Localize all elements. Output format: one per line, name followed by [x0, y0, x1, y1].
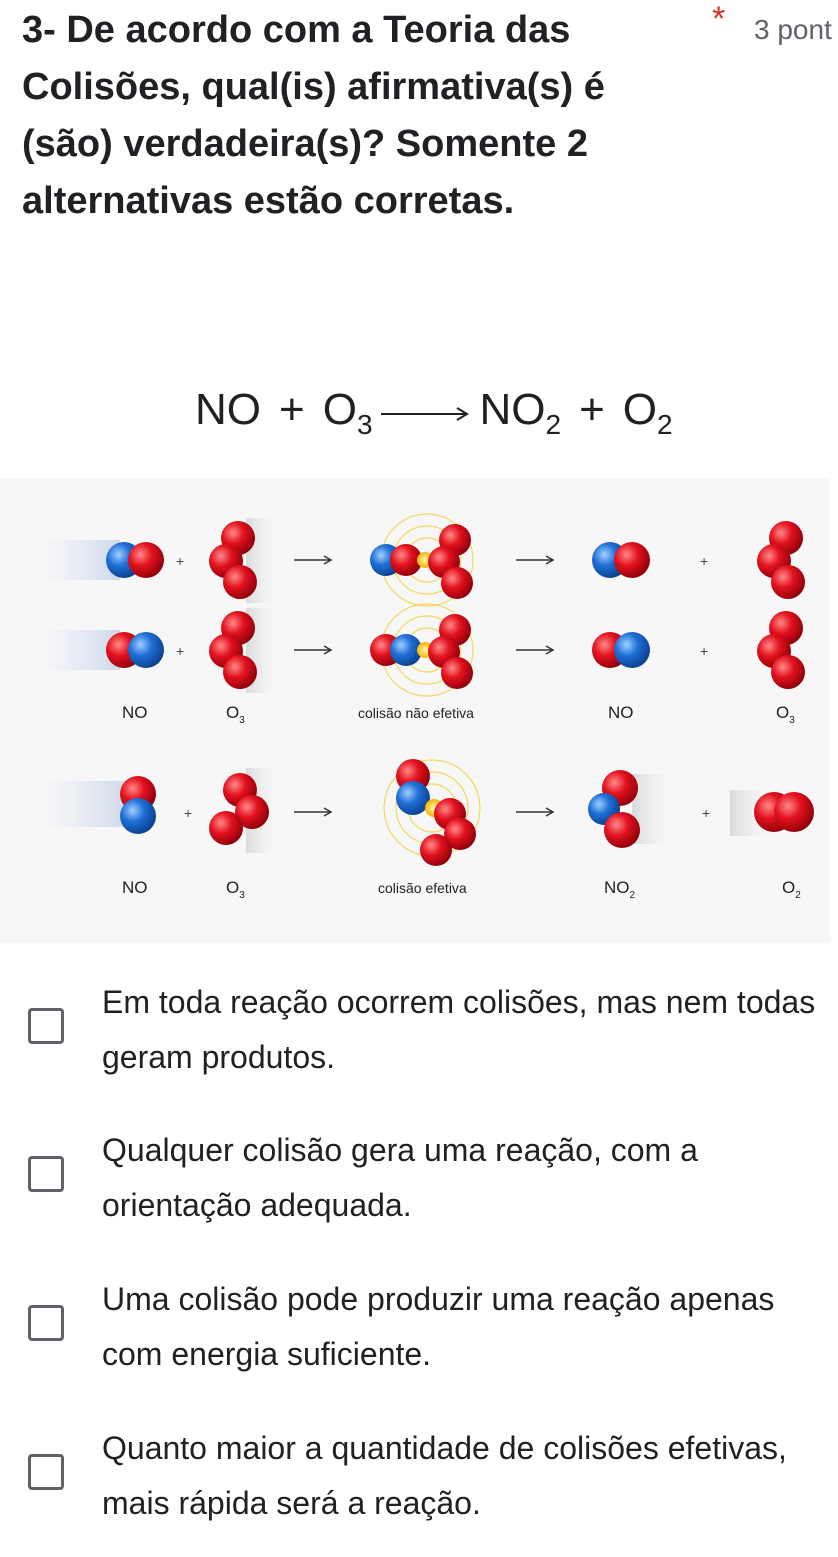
- plus-sign: +: [700, 643, 708, 659]
- no-molecule: [106, 542, 164, 578]
- required-asterisk: *: [712, 0, 726, 38]
- label-o3: O3: [226, 703, 245, 726]
- colliding-o3-effective: [420, 798, 476, 866]
- option-3[interactable]: Uma colisão pode produzir uma reação ape…: [0, 1272, 838, 1382]
- o3-molecule-out: [757, 521, 805, 599]
- option-1-checkbox[interactable]: [28, 1008, 64, 1044]
- colliding-o3: [428, 524, 473, 599]
- on-molecule: [106, 632, 164, 668]
- plus-sign: +: [702, 805, 710, 821]
- label-o3-out: O3: [776, 703, 795, 726]
- eq-product-no2: NO2: [479, 385, 562, 440]
- option-3-checkbox[interactable]: [28, 1305, 64, 1341]
- option-2-label[interactable]: Qualquer colisão gera uma reação, com a …: [102, 1132, 698, 1223]
- option-1-label[interactable]: Em toda reação ocorrem colisões, mas nem…: [102, 984, 816, 1075]
- arrow-icon: [294, 645, 333, 655]
- label-no-out: NO: [608, 703, 634, 722]
- question-title: 3- De acordo com a Teoria das Colisões, …: [22, 9, 605, 222]
- arrow-icon: [294, 555, 333, 565]
- option-2-checkbox[interactable]: [28, 1156, 64, 1192]
- colliding-no-effective: [396, 759, 430, 815]
- arrow-icon: [516, 645, 555, 655]
- option-2[interactable]: Qualquer colisão gera uma reação, com a …: [0, 1123, 838, 1233]
- eq-product-o2: O2: [622, 385, 673, 440]
- o2-molecule: [754, 792, 814, 832]
- eq-plus-2: +: [579, 385, 605, 434]
- plus-sign: +: [176, 553, 184, 569]
- label-no2: NO2: [604, 878, 636, 901]
- option-3-label[interactable]: Uma colisão pode produzir uma reação ape…: [102, 1281, 775, 1372]
- plus-sign: +: [176, 643, 184, 659]
- plus-sign: +: [184, 805, 192, 821]
- label-no: NO: [122, 878, 148, 897]
- o3-molecule: [209, 611, 257, 689]
- on-molecule-out: [592, 632, 650, 668]
- option-4[interactable]: Quanto maior a quantidade de colisões ef…: [0, 1421, 838, 1531]
- label-no: NO: [122, 703, 148, 722]
- o3-molecule: [209, 773, 269, 845]
- caption-effective: colisão efetiva: [378, 880, 467, 896]
- label-o2: O2: [782, 878, 801, 901]
- caption-ineffective: colisão não efetiva: [358, 705, 474, 721]
- eq-plus-1: +: [279, 385, 305, 434]
- arrow-icon: [516, 807, 555, 817]
- label-o3: O3: [226, 878, 245, 901]
- colliding-on: [370, 634, 422, 666]
- option-4-label[interactable]: Quanto maior a quantidade de colisões ef…: [102, 1430, 787, 1521]
- collision-diagram: + + + + NO O3 colisão não efetiva NO O3 …: [0, 478, 830, 943]
- option-1[interactable]: Em toda reação ocorrem colisões, mas nem…: [0, 975, 838, 1085]
- no-molecule-vertical: [120, 776, 156, 834]
- arrow-icon: [294, 807, 333, 817]
- o3-molecule-out: [757, 611, 805, 689]
- points-label: 3 pont: [754, 14, 832, 45]
- eq-arrow-icon: [380, 407, 469, 421]
- option-4-checkbox[interactable]: [28, 1454, 64, 1490]
- plus-sign: +: [700, 553, 708, 569]
- arrow-icon: [516, 555, 555, 565]
- colliding-no: [370, 544, 422, 576]
- eq-reactant-o3: O3: [322, 385, 373, 440]
- no-molecule-out: [592, 542, 650, 578]
- no2-molecule: [588, 770, 640, 848]
- colliding-o3: [428, 614, 473, 689]
- eq-reactant-no: NO: [195, 385, 261, 434]
- o3-molecule: [209, 521, 257, 599]
- reaction-equation: NO + O3 NO2 + O2: [195, 385, 673, 445]
